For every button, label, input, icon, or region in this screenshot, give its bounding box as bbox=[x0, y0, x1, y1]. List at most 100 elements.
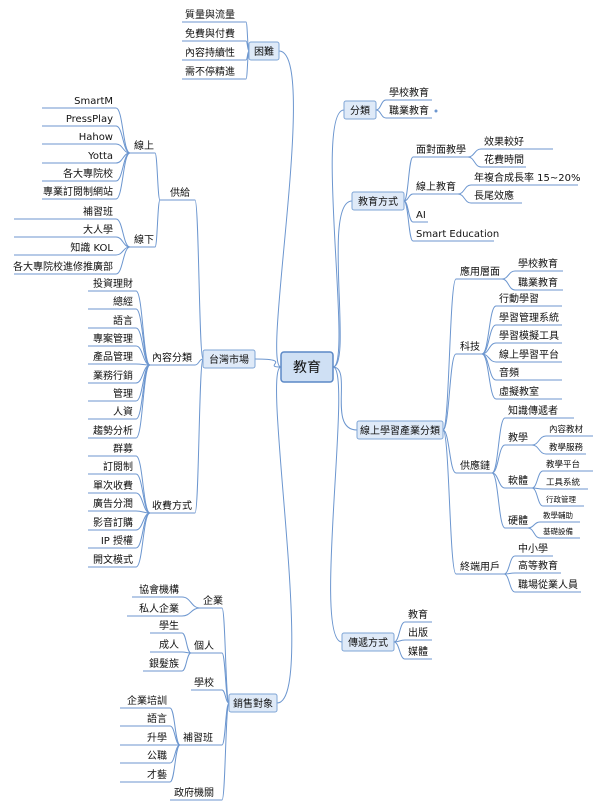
connector bbox=[481, 305, 497, 355]
content-category: 專案管理 bbox=[93, 332, 133, 345]
cram-target: 企業培訓 bbox=[127, 694, 167, 707]
category-item: 學校教育 bbox=[389, 86, 429, 99]
geren-label: 個人 bbox=[194, 639, 214, 652]
connector bbox=[393, 621, 406, 643]
branch-fangshi[interactable]: 教育方式 bbox=[351, 191, 405, 211]
connector bbox=[115, 246, 131, 275]
connector bbox=[442, 278, 457, 431]
collapse-dot-icon[interactable] bbox=[434, 109, 438, 113]
xuexiao-label: 學校 bbox=[194, 676, 214, 689]
buxi-label: 補習班 bbox=[183, 731, 213, 744]
shoufei-label: 收費方式 bbox=[152, 499, 192, 512]
connector bbox=[154, 199, 161, 248]
connector bbox=[154, 152, 161, 201]
xiaoshou-label: 銷售對象 bbox=[233, 697, 273, 710]
connector bbox=[221, 652, 230, 704]
content-category: 人資 bbox=[113, 406, 133, 418]
online-edu-item: 長尾效應 bbox=[474, 189, 514, 202]
online-supplier: 專業訂閱制網站 bbox=[43, 185, 113, 198]
content-category: 語言 bbox=[113, 314, 133, 327]
fangshi-label: 教育方式 bbox=[358, 195, 398, 208]
content-category: 管理 bbox=[113, 387, 133, 400]
online-supplier: 各大專院校 bbox=[63, 167, 113, 180]
f2f-item: 花費時間 bbox=[484, 153, 524, 166]
connector bbox=[276, 50, 294, 368]
software-item: 行政管理 bbox=[546, 494, 576, 504]
connector bbox=[527, 527, 541, 539]
connector bbox=[491, 472, 506, 529]
branch-fenlei[interactable]: 分類 bbox=[343, 100, 377, 120]
fee-model: 開文模式 bbox=[93, 553, 133, 566]
cram-target: 語言 bbox=[147, 712, 167, 725]
connector bbox=[181, 607, 201, 617]
connector bbox=[442, 429, 457, 474]
connector bbox=[375, 99, 387, 111]
connector bbox=[503, 555, 516, 575]
neirong-label: 內容分類 bbox=[152, 351, 192, 364]
teaching-item: 教學服務 bbox=[549, 442, 584, 453]
connector bbox=[501, 270, 516, 280]
connector bbox=[457, 184, 472, 195]
fee-model: 群募 bbox=[113, 442, 133, 455]
zhongduan-label: 終端用戶 bbox=[460, 560, 500, 573]
fee-model: 訂閱制 bbox=[103, 460, 133, 473]
branch-chanye[interactable]: 線上學習產業分類 bbox=[356, 420, 444, 440]
branch-chuandi[interactable]: 傳遞方式 bbox=[341, 632, 395, 652]
online-edu-label: 線上教育 bbox=[416, 180, 456, 193]
tech-item: 學習模擬工具 bbox=[499, 329, 559, 342]
connector bbox=[531, 487, 544, 507]
content-category: 總經 bbox=[113, 295, 133, 308]
connector bbox=[181, 632, 192, 654]
connector bbox=[467, 148, 482, 158]
connector bbox=[393, 641, 406, 660]
offline-supplier: 補習班 bbox=[83, 205, 113, 218]
root-node[interactable]: 教育 bbox=[280, 351, 334, 383]
cram-target: 才藝 bbox=[147, 768, 167, 781]
fee-model: IP 授權 bbox=[101, 534, 133, 547]
branch-kunnan[interactable]: 困難 bbox=[248, 41, 280, 61]
connector bbox=[135, 345, 151, 366]
chanye-label: 線上學習產業分類 bbox=[360, 424, 440, 437]
content-category: 業務行銷 bbox=[93, 369, 133, 382]
delivery-item: 教育 bbox=[408, 608, 428, 621]
tech-item: 虛擬教室 bbox=[499, 385, 539, 398]
connector bbox=[501, 278, 516, 291]
content-category: 趨勢分析 bbox=[93, 424, 133, 437]
jiaoxue-label: 教學 bbox=[508, 431, 528, 444]
offline-supplier: 知識 KOL bbox=[70, 241, 113, 254]
yingyong-label: 應用層面 bbox=[460, 265, 500, 278]
connector bbox=[331, 109, 345, 368]
taiwan-label: 台灣市場 bbox=[209, 353, 249, 366]
connector bbox=[531, 470, 544, 489]
individual-target: 學生 bbox=[159, 619, 179, 632]
tech-item: 音頻 bbox=[499, 366, 519, 379]
connector bbox=[135, 364, 151, 439]
connector bbox=[194, 358, 204, 514]
end-user-item: 中小學 bbox=[518, 542, 548, 555]
connector bbox=[403, 200, 414, 242]
connector bbox=[467, 156, 482, 168]
branch-xiaoshou[interactable]: 銷售對象 bbox=[228, 693, 278, 713]
qiye-label: 企業 bbox=[203, 594, 223, 607]
online-supplier: Hahow bbox=[79, 132, 113, 143]
connector bbox=[181, 596, 201, 609]
content-category: 投資理財 bbox=[93, 277, 133, 290]
end-user-item: 職場從業人員 bbox=[518, 578, 578, 591]
connector bbox=[503, 573, 516, 593]
connector bbox=[332, 366, 358, 431]
chuandi-label: 傳遞方式 bbox=[348, 636, 388, 649]
connector bbox=[115, 152, 131, 200]
kunnan-label: 困難 bbox=[254, 45, 274, 58]
keji-label: 科技 bbox=[460, 340, 480, 353]
connector bbox=[221, 702, 230, 801]
yingti-label: 硬體 bbox=[508, 515, 528, 527]
connector bbox=[194, 358, 204, 366]
individual-target: 銀髮族 bbox=[149, 657, 179, 670]
connector bbox=[276, 366, 293, 704]
online-supplier: SmartM bbox=[74, 96, 113, 107]
ruanti-label: 軟體 bbox=[508, 474, 528, 487]
individual-target: 成人 bbox=[159, 639, 179, 651]
branch-taiwan[interactable]: 台灣市場 bbox=[202, 349, 256, 369]
kunnan-item: 免費與付費 bbox=[185, 27, 235, 40]
connector bbox=[457, 193, 472, 204]
